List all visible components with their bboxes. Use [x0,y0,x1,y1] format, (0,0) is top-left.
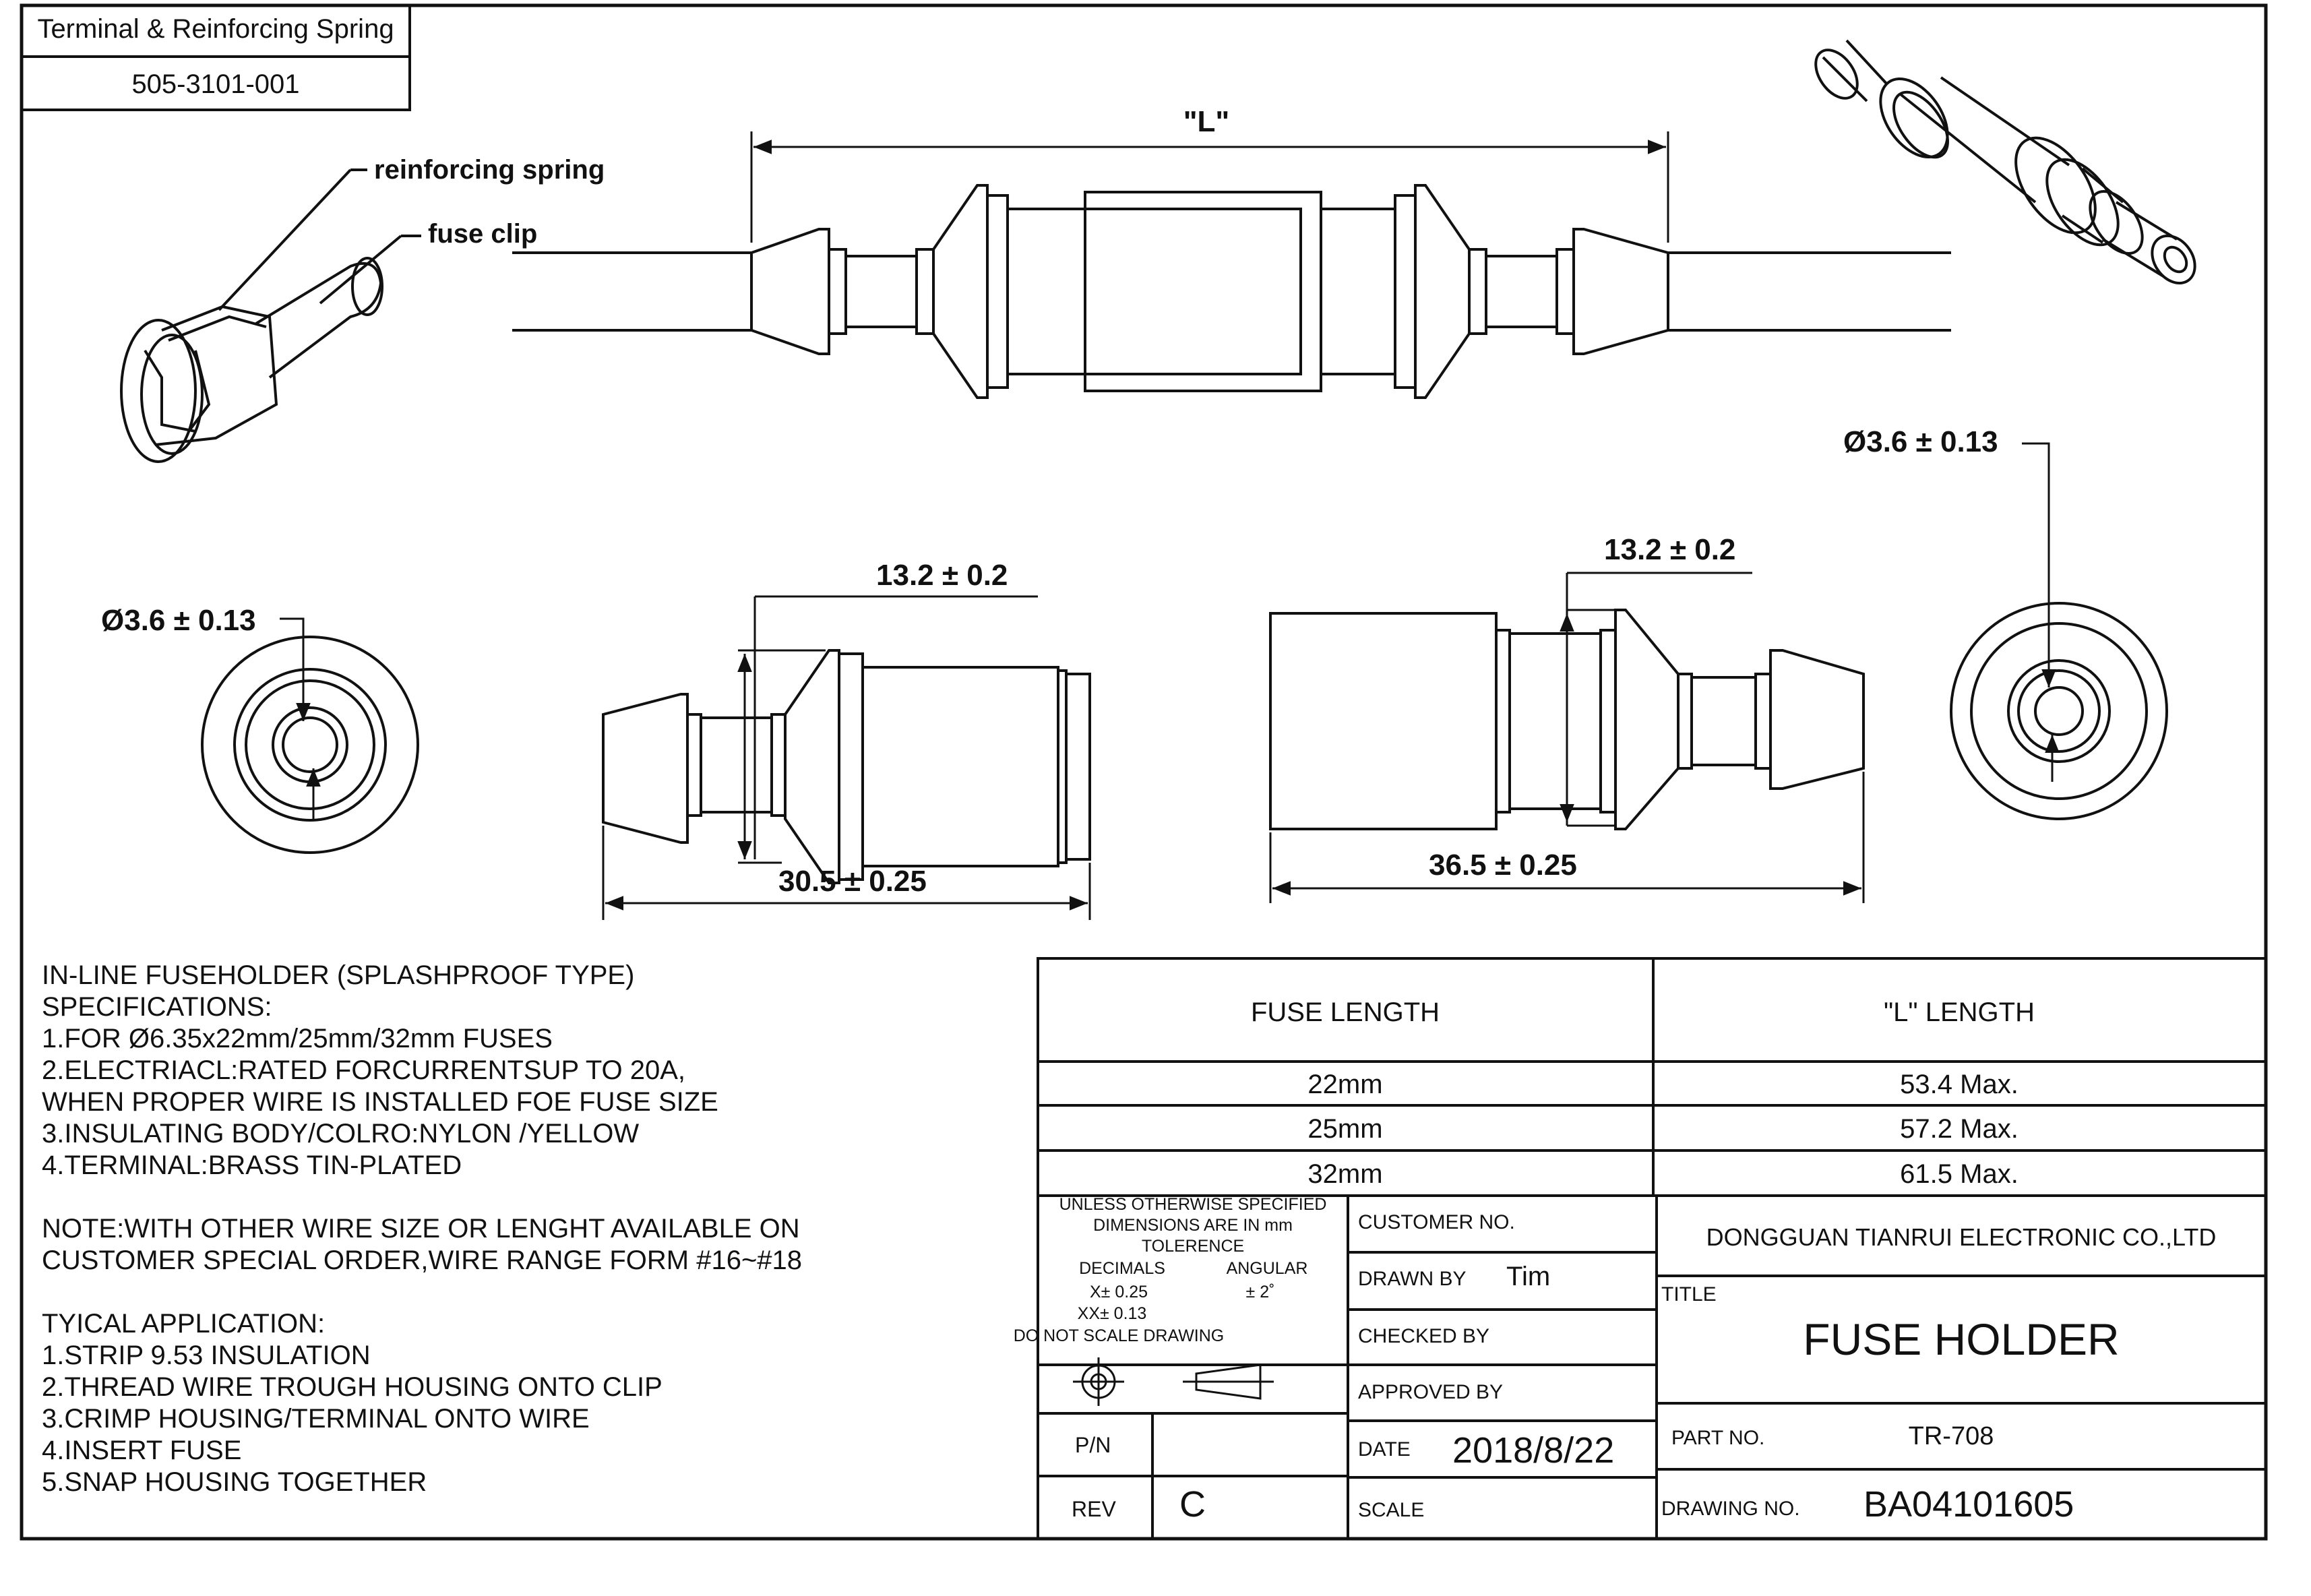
drawing-title: FUSE HOLDER [1803,1314,2119,1364]
dimension-height-left: 13.2 ± 0.2 [876,559,1008,592]
callout-fuse-clip: fuse clip [428,219,537,249]
table-cell: 22mm [1307,1070,1382,1099]
customer-no-label: CUSTOMER NO. [1358,1211,1515,1233]
drawn-by-label: DRAWN BY [1358,1268,1467,1290]
title-label: TITLE [1661,1283,1717,1306]
table-header: "L" LENGTH [1884,998,2035,1027]
rev-value: C [1179,1484,1206,1525]
callout-reinforcing-spring: reinforcing spring [374,155,605,185]
spec-line: SPECIFICATIONS: [42,992,272,1022]
table-cell: 61.5 Max. [1900,1159,2019,1189]
application-line: 5.SNAP HOUSING TOGETHER [42,1467,427,1497]
tolerance-line: DIMENSIONS ARE IN mm [1093,1216,1293,1235]
spec-line: 1.FOR Ø6.35x22mm/25mm/32mm FUSES [42,1024,553,1053]
specification-notes: IN-LINE FUSEHOLDER (SPLASHPROOF TYPE) SP… [42,960,802,1497]
tolerance-x: X± 0.25 [1090,1283,1148,1301]
tolerance-line: UNLESS OTHERWISE SPECIFIED [1059,1195,1327,1214]
header-title: Terminal & Reinforcing Spring [37,14,394,44]
drawing-no-value: BA04101605 [1863,1484,2074,1525]
projection-symbol-icon [1073,1357,1274,1406]
note-line: NOTE:WITH OTHER WIRE SIZE OR LENGHT AVAI… [42,1214,800,1244]
drawn-by-value: Tim [1506,1262,1550,1291]
left-end-view [201,617,419,854]
tolerance-decimals: DECIMALS [1079,1259,1165,1278]
length-table-text: FUSE LENGTH "L" LENGTH 22mm 53.4 Max. 25… [1251,998,2035,1189]
spec-line: 3.INSULATING BODY/COLRO:NYLON /YELLOW [42,1119,639,1148]
part-no-label: PART NO. [1671,1427,1764,1449]
tolerance-block: UNLESS OTHERWISE SPECIFIED DIMENSIONS AR… [1014,1195,1327,1345]
drawing-no-label: DRAWING NO. [1661,1498,1800,1520]
tolerance-angular: ANGULAR [1227,1259,1308,1278]
dimension-dia-right: Ø3.6 ± 0.13 [1843,425,1998,458]
dimension-dia-left: Ø3.6 ± 0.13 [101,604,256,637]
dimension-length-right: 36.5 ± 0.25 [1429,849,1577,882]
title-block-text: CUSTOMER NO. DRAWN BY Tim CHECKED BY APP… [1072,1211,2216,1525]
spec-line: WHEN PROPER WIRE IS INSTALLED FOE FUSE S… [42,1087,718,1117]
scale-label: SCALE [1358,1499,1424,1521]
right-end-view [1950,442,2168,820]
spec-line: 4.TERMINAL:BRASS TIN-PLATED [42,1150,462,1180]
application-line: 3.CRIMP HOUSING/TERMINAL ONTO WIRE [42,1404,590,1434]
table-cell: 53.4 Max. [1900,1070,2019,1099]
tolerance-angle: ± 2˚ [1246,1283,1275,1301]
spec-line: 2.ELECTRIACL:RATED FORCURRENTSUP TO 20A, [42,1055,685,1085]
tolerance-line: TOLERENCE [1142,1237,1244,1256]
right-side-view [1269,572,1865,903]
table-header: FUSE LENGTH [1251,998,1440,1027]
terminal-spring-sketch [120,168,421,463]
tolerance-noscale: DO NOT SCALE DRAWING [1014,1326,1225,1345]
assembled-fuseholder-view [512,184,1951,399]
length-table [1037,957,2267,1197]
rev-label: REV [1072,1497,1116,1521]
table-cell: 57.2 Max. [1900,1114,2019,1144]
application-line: 2.THREAD WIRE TROUGH HOUSING ONTO CLIP [42,1372,663,1402]
header-number: 505-3101-001 [131,69,299,99]
table-cell: 32mm [1307,1159,1382,1189]
spec-line: IN-LINE FUSEHOLDER (SPLASHPROOF TYPE) [42,960,634,990]
date-label: DATE [1358,1438,1411,1461]
part-no-value: TR-708 [1909,1422,1994,1450]
application-line: 1.STRIP 9.53 INSULATION [42,1341,371,1370]
approved-by-label: APPROVED BY [1358,1381,1503,1403]
application-line: TYICAL APPLICATION: [42,1309,325,1339]
checked-by-label: CHECKED BY [1358,1325,1489,1347]
header-box: Terminal & Reinforcing Spring 505-3101-0… [20,4,411,111]
company-name: DONGGUAN TIANRUI ELECTRONIC CO.,LTD [1706,1223,2217,1251]
application-line: 4.INSERT FUSE [42,1436,241,1465]
dimension-length-left: 30.5 ± 0.25 [778,865,927,898]
title-block [1037,1194,2267,1540]
dimension-L [750,131,1669,243]
date-value: 2018/8/22 [1452,1430,1614,1471]
left-side-view [602,595,1091,920]
dimension-height-right: 13.2 ± 0.2 [1604,533,1735,566]
isometric-part-sketch [1814,39,2196,285]
note-line: CUSTOMER SPECIAL ORDER,WIRE RANGE FORM #… [42,1246,802,1275]
pn-label: P/N [1075,1433,1111,1457]
dimension-L-label: "L" [1183,105,1230,138]
tolerance-xx: XX± 0.13 [1078,1304,1147,1323]
table-cell: 25mm [1307,1114,1382,1144]
